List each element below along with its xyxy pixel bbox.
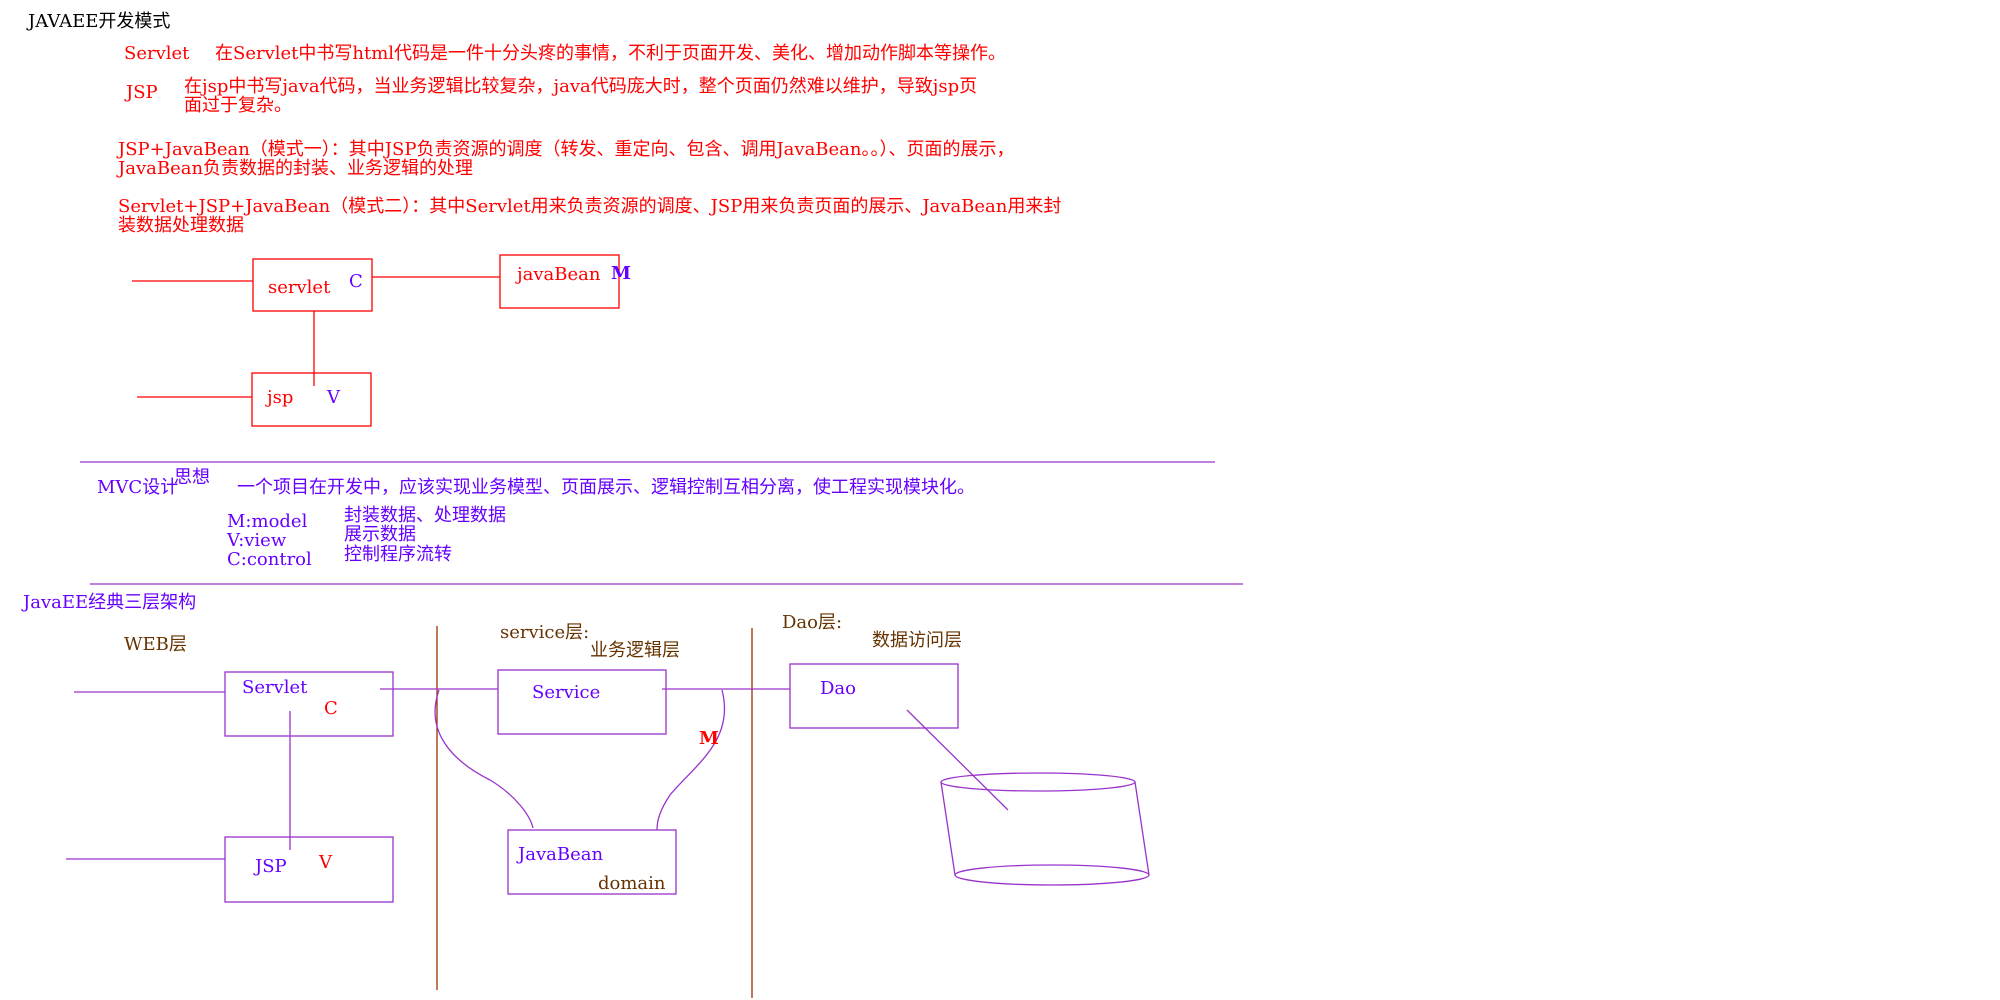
- mvc-label-sup: 思想: [174, 467, 210, 488]
- service-layer-label: service层:: [500, 622, 590, 643]
- mvc-key-c: C:control: [227, 549, 312, 570]
- box-servlet2: [224, 671, 394, 737]
- line-dao-db: [906, 709, 1009, 811]
- d1-jsp-tag: V: [327, 387, 340, 408]
- box-javabean2: [507, 829, 677, 895]
- db-left: [940, 781, 956, 876]
- curve-service-javabean-left: [434, 689, 534, 829]
- mvc-value-m: 封装数据、处理数据: [344, 505, 506, 526]
- web-layer-label: WEB层: [124, 634, 187, 655]
- db-bottom: [954, 864, 1150, 886]
- box-jsp2: [224, 836, 394, 903]
- t3-servlet-tag: C: [324, 698, 338, 719]
- mvc-desc: 一个项目在开发中，应该实现业务模型、页面展示、逻辑控制互相分离，使工程实现模块化…: [237, 477, 975, 498]
- box-service: [497, 669, 667, 735]
- box-servlet: [252, 258, 373, 312]
- mode2-line2: 装数据处理数据: [118, 215, 244, 236]
- d1-javabean-tag: M: [611, 263, 631, 284]
- curve-service-javabean-right: [656, 689, 726, 831]
- jsp-desc-line2: 面过于复杂。: [184, 95, 292, 116]
- t3-javabean-label: JavaBean: [518, 844, 604, 865]
- mvc-value-c: 控制程序流转: [344, 544, 452, 565]
- mode1-line1: JSP+JavaBean（模式一）：其中JSP负责资源的调度（转发、重定向、包含…: [118, 139, 1015, 160]
- db-right: [1134, 781, 1150, 876]
- t3-servlet-label: Servlet: [242, 677, 308, 698]
- jsp-desc-line1: 在jsp中书写java代码，当业务逻辑比较复杂，java代码庞大时，整个页面仍然…: [184, 76, 978, 97]
- mode1-line2: JavaBean负责数据的封装、业务逻辑的处理: [118, 158, 474, 179]
- servlet-desc: 在Servlet中书写html代码是一件十分头疼的事情，不利于页面开发、美化、增…: [215, 43, 1007, 64]
- dao-layer-sub: 数据访问层: [872, 630, 962, 651]
- mvc-label: MVC设计: [97, 477, 179, 498]
- t3-service-label: Service: [532, 682, 601, 703]
- t3-m-tag: M: [699, 728, 719, 749]
- service-layer-sub: 业务逻辑层: [590, 640, 680, 661]
- d1-javabean-label: javaBean: [517, 264, 601, 285]
- mvc-key-m: M:model: [227, 511, 308, 532]
- t3-jsp-tag: V: [319, 852, 332, 873]
- d1-servlet-label: servlet: [268, 277, 331, 298]
- db-top: [940, 772, 1136, 792]
- mvc-key-v: V:view: [227, 530, 287, 551]
- jsp-label: JSP: [126, 82, 158, 103]
- t3-javabean-sub: domain: [598, 873, 666, 894]
- three-tier-title: JavaEE经典三层架构: [23, 592, 197, 613]
- d1-servlet-tag: C: [349, 271, 363, 292]
- page-title: JAVAEE开发模式: [28, 11, 171, 32]
- d1-jsp-label: jsp: [267, 387, 294, 408]
- mode2-line1: Servlet+JSP+JavaBean（模式二）：其中Servlet用来负责资…: [118, 196, 1062, 217]
- servlet-label: Servlet: [124, 43, 190, 64]
- box-javabean: [499, 254, 620, 309]
- mvc-value-v: 展示数据: [344, 524, 416, 545]
- t3-dao-label: Dao: [820, 678, 856, 699]
- t3-jsp-label: JSP: [255, 856, 287, 877]
- box-jsp: [251, 372, 372, 427]
- dao-layer-label: Dao层:: [782, 612, 843, 633]
- box-dao: [789, 663, 959, 729]
